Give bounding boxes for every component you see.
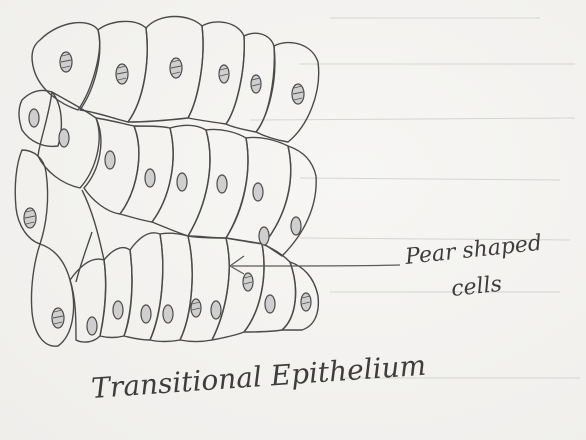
cell (256, 43, 319, 142)
cell (264, 146, 316, 256)
top-cell-row (19, 17, 319, 147)
nucleus (29, 109, 39, 127)
cell-tail (76, 232, 92, 282)
pointer-label-line1: Pear shaped (403, 231, 543, 270)
cell (128, 17, 203, 123)
nucleus (113, 301, 123, 319)
nucleus (145, 169, 155, 187)
nuclei (24, 52, 311, 335)
pear-cell (31, 244, 73, 346)
nucleus (59, 129, 69, 147)
cell (226, 33, 274, 132)
nucleus (177, 173, 187, 191)
nucleus (259, 227, 269, 245)
cell-tail (82, 190, 104, 260)
cell (188, 22, 244, 124)
nucleus (291, 217, 301, 235)
nucleus (217, 175, 227, 193)
pointer-label-line2: cells (450, 272, 503, 302)
nucleus (141, 305, 151, 323)
pointer-arrowhead (230, 256, 244, 274)
nucleus (87, 317, 97, 335)
diagram-title: Transitional Epithelium (90, 349, 427, 405)
label-pointer (230, 256, 400, 274)
pear-cell (212, 238, 264, 340)
nucleus (105, 151, 115, 169)
pear-cell (282, 262, 318, 330)
pear-cell (180, 236, 229, 342)
nucleus (265, 295, 275, 313)
pear-cell (124, 233, 163, 340)
pointer-line (232, 265, 400, 266)
nucleus (253, 183, 263, 201)
bleed-through-lines (250, 18, 580, 378)
nucleus (211, 301, 221, 319)
nucleus (163, 305, 173, 323)
bottom-cell-row (31, 190, 318, 346)
